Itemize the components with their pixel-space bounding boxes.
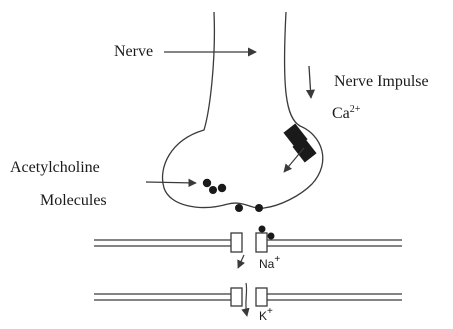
sodium-charge: +: [274, 254, 280, 265]
molecule-dot: [268, 233, 275, 240]
nerve-impulse-arrow: [309, 66, 311, 98]
molecule-dot: [255, 204, 263, 212]
molecule-dot: [218, 184, 226, 192]
lower-membrane: [94, 294, 402, 300]
nerve-terminal-outline: [163, 12, 323, 208]
upper-membrane: [94, 240, 402, 246]
molecules-label: Molecules: [40, 193, 107, 209]
calcium-channel: [283, 124, 316, 163]
acetylcholine-label: Acetylcholine: [10, 160, 100, 176]
potassium-symbol: K: [259, 309, 267, 323]
molecule-dot: [235, 204, 243, 212]
sodium-ion-label: Na+: [259, 258, 280, 270]
acetylcholine-arrow: [146, 182, 196, 183]
potassium-charge: +: [267, 306, 273, 317]
calcium-influx-arrow: [284, 148, 304, 172]
calcium-charge: 2+: [350, 104, 361, 115]
potassium-ion-label: K+: [259, 310, 273, 322]
sodium-symbol: Na: [259, 257, 274, 271]
calcium-ion-label: Ca2+: [332, 106, 360, 122]
potassium-arrow: [246, 283, 247, 316]
calcium-symbol: Ca: [332, 105, 350, 122]
sodium-arrow: [238, 255, 244, 268]
molecule-dot: [209, 186, 217, 194]
acetylcholine-molecules: [203, 179, 275, 240]
sodium-channel: [231, 233, 267, 252]
molecule-dot: [203, 179, 211, 187]
nerve-label: Nerve: [114, 44, 153, 60]
potassium-channel: [231, 288, 267, 306]
molecule-dot: [259, 226, 266, 233]
nerve-impulse-label: Nerve Impulse: [334, 74, 429, 90]
